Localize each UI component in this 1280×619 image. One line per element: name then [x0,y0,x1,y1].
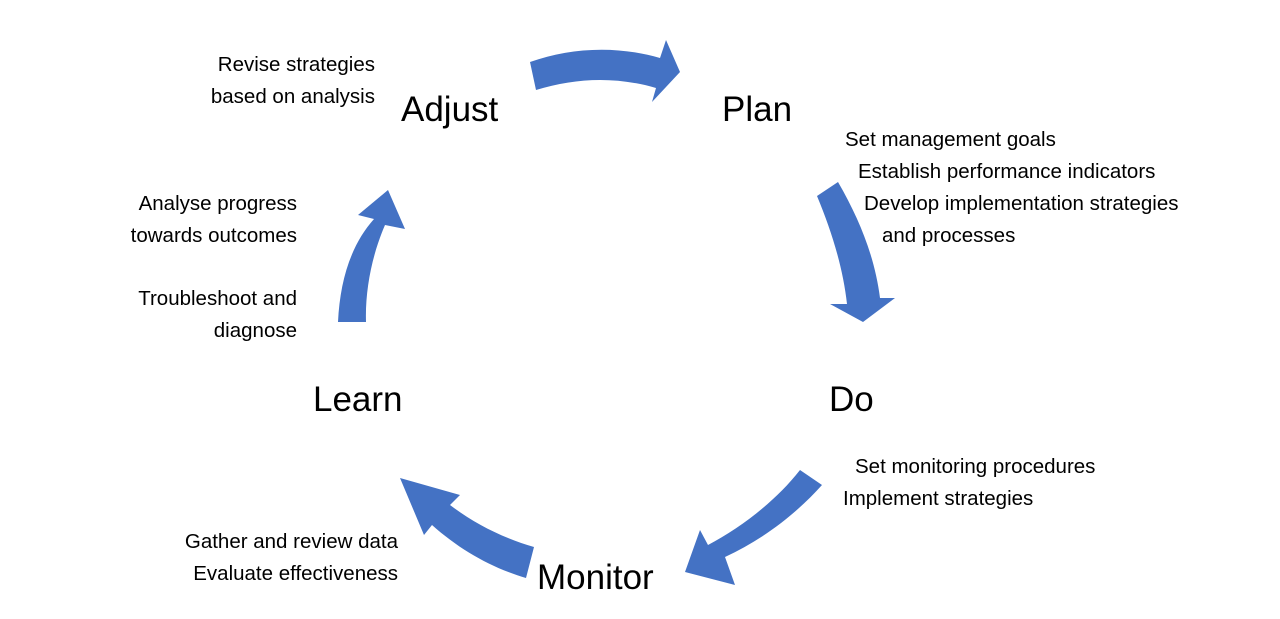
learn-note-line: diagnose [213,319,297,342]
plan-note-2: Establish performance indicators [858,160,1156,183]
adjust-note-line: Revise strategies [217,53,375,76]
arrow-monitor-to-learn-icon [400,478,534,578]
learn-note-line: Troubleshoot and [138,287,297,310]
arrow-adjust-to-plan-icon [530,40,680,102]
plan-note-1: Set management goals [845,128,1056,151]
learn-troubleshoot-notes: Troubleshoot and diagnose [138,283,297,347]
do-note-2: Implement strategies [843,487,1034,510]
arrow-do-to-monitor-icon [685,470,822,585]
arrow-plan-to-do-icon [817,182,895,322]
arrow-learn-to-adjust-icon [338,190,405,322]
learn-note-line: towards outcomes [130,224,297,247]
do-note-1: Set monitoring procedures [855,455,1096,478]
stage-adjust: Adjust [401,90,499,129]
stage-do: Do [829,380,874,419]
adjust-note-line: based on analysis [210,85,375,108]
monitor-note-line: Evaluate effectiveness [193,562,398,585]
stage-plan: Plan [722,90,793,129]
plan-note-3: Develop implementation strategies [864,192,1179,215]
learn-note-line: Analyse progress [138,192,297,215]
adjust-notes: Revise strategies based on analysis [211,49,375,113]
plan-note-4: and processes [882,224,1016,247]
stage-monitor: Monitor [537,558,654,597]
monitor-notes: Gather and review data Evaluate effectiv… [185,526,398,590]
monitor-note-line: Gather and review data [184,530,398,553]
learn-analyse-notes: Analyse progress towards outcomes [131,188,297,252]
stage-learn: Learn [313,380,403,419]
